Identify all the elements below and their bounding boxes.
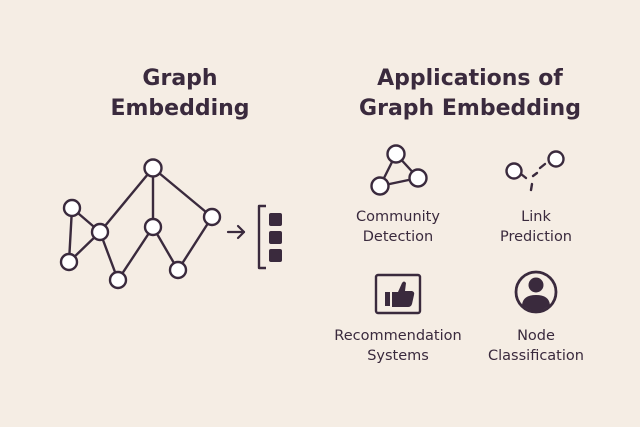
applications-title-line2: Graph Embedding xyxy=(359,96,581,121)
graph-nodes xyxy=(59,158,222,290)
recommendation-systems-label-line1: Recommendation xyxy=(334,328,462,344)
link-prediction-label-line1: Link xyxy=(521,209,551,225)
graph-node xyxy=(143,217,163,237)
thumbs-up-icon xyxy=(374,273,422,315)
node-classification-label: Node Classification xyxy=(451,326,621,366)
graph-edges xyxy=(67,166,214,282)
community-detection-label-line1: Community xyxy=(356,209,440,225)
arrow-right-icon xyxy=(226,224,246,240)
recommendation-systems-label: Recommendation Systems xyxy=(313,326,483,366)
link-prediction-label-line2: Prediction xyxy=(499,229,573,245)
vector-cell xyxy=(269,213,282,226)
graph-node xyxy=(143,158,163,178)
graph-node xyxy=(62,198,82,218)
link-prediction-icon xyxy=(505,150,565,192)
community-detection-label-line2: Detection xyxy=(362,229,434,245)
graph-edge xyxy=(151,166,214,219)
link-prediction-label: Link Prediction xyxy=(451,207,621,247)
node-classification-label-line2: Classification xyxy=(488,348,584,364)
graph-node xyxy=(59,252,79,272)
recommendation-systems-label-line2: Systems xyxy=(367,348,429,364)
graph-embedding-title-line2: Embedding xyxy=(110,96,250,121)
applications-title-line1: Applications of xyxy=(377,66,563,91)
vector-cell xyxy=(269,249,282,262)
applications-title: Applications of Graph Embedding xyxy=(330,64,610,124)
vector-cell xyxy=(269,231,282,244)
graph-edge xyxy=(116,225,155,282)
graph-node xyxy=(202,207,222,227)
graph-embedding-title: Graph Embedding xyxy=(60,64,300,124)
graph-node xyxy=(108,270,128,290)
user-avatar-icon xyxy=(514,270,558,314)
graph-embedding-title-line1: Graph xyxy=(142,66,218,91)
graph-edge xyxy=(98,166,155,234)
graph-node xyxy=(90,222,110,242)
graph-node xyxy=(168,260,188,280)
graph-edge xyxy=(176,215,214,272)
node-classification-label-line1: Node xyxy=(517,328,555,344)
embedding-vector-icon xyxy=(257,204,282,270)
community-detection-icon xyxy=(370,144,428,196)
community-detection-label: Community Detection xyxy=(313,207,483,247)
